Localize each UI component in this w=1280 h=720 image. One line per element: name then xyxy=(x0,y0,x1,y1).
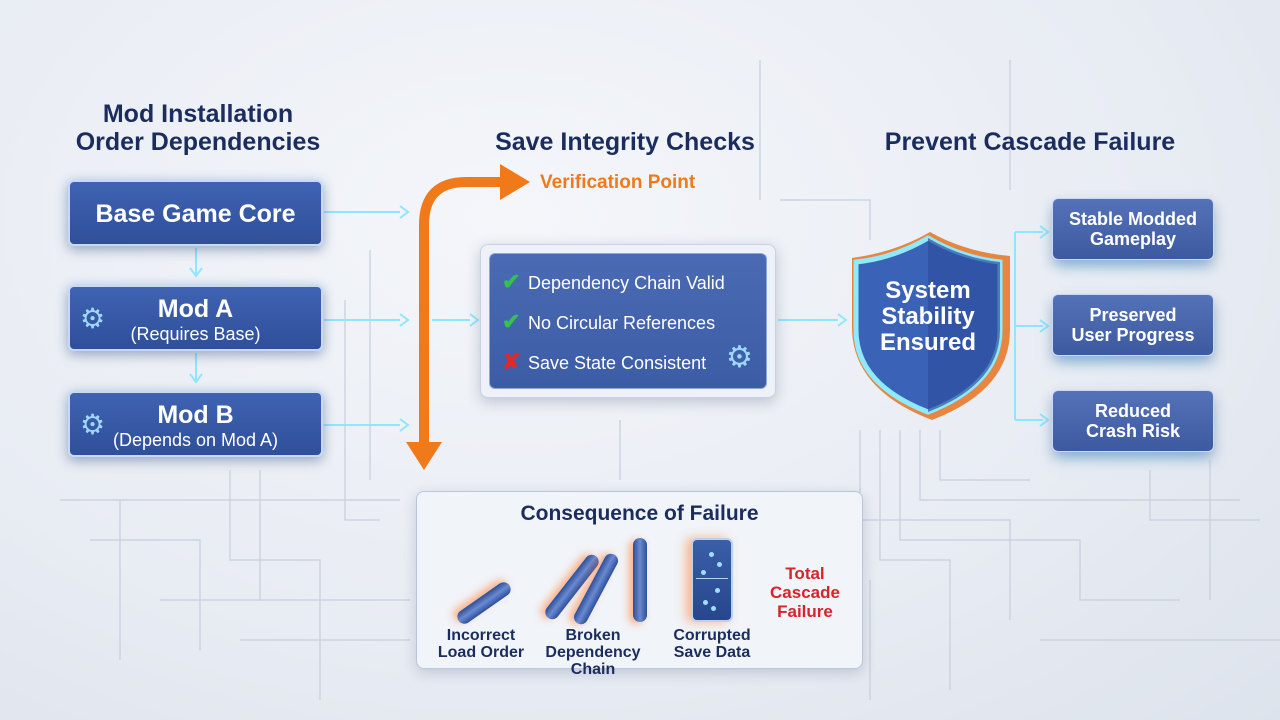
base-game-card: Base Game Core xyxy=(68,180,323,246)
gear-icon: ⚙ xyxy=(80,303,106,334)
check-row: ✔ No Circular References xyxy=(502,310,715,334)
heading-save-checks: Save Integrity Checks xyxy=(495,128,755,156)
check-icon: ✔ xyxy=(502,309,521,334)
check-row: ✔ Dependency Chain Valid xyxy=(502,270,725,294)
integrity-checks-panel: ✔ Dependency Chain Valid ✔ No Circular Ref… xyxy=(480,244,776,398)
heading-prevent-cascade: Prevent Cascade Failure xyxy=(884,128,1176,156)
verification-point-label: Verification Point xyxy=(540,172,696,193)
check-row: ✘ Save State Consistent xyxy=(502,350,706,374)
outcome-stable-gameplay: Stable Modded Gameplay xyxy=(1052,198,1214,260)
consequence-load-order: Incorrect Load Order xyxy=(437,627,525,661)
mod-a-title: Mod A xyxy=(157,295,234,323)
base-game-title: Base Game Core xyxy=(95,200,296,228)
mod-b-card: ⚙ Mod B (Depends on Mod A) xyxy=(68,391,323,457)
outcome-preserved-progress: Preserved User Progress xyxy=(1052,294,1214,356)
check-text: No Circular References xyxy=(528,313,716,333)
mod-b-sub: (Depends on Mod A) xyxy=(112,430,279,450)
corrupted-save-icon xyxy=(691,538,733,622)
mod-b-title: Mod B xyxy=(157,401,234,429)
mod-a-card: ⚙ Mod A (Requires Base) xyxy=(68,285,323,351)
mod-a-sub: (Requires Base) xyxy=(130,324,261,344)
fallen-domino-icon xyxy=(454,579,514,627)
check-icon: ✔ xyxy=(502,269,521,294)
check-text: Save State Consistent xyxy=(528,353,707,373)
shield-text: System Stability Ensured xyxy=(879,277,977,356)
check-text: Dependency Chain Valid xyxy=(528,273,725,293)
consequence-corrupted-save: Corrupted Save Data xyxy=(673,627,751,661)
outcome-reduced-crash: Reduced Crash Risk xyxy=(1052,390,1214,452)
gear-icon: ⚙ xyxy=(80,409,106,440)
consequence-panel: Consequence of Failure Incorrect Load Or… xyxy=(416,491,863,678)
cross-icon: ✘ xyxy=(502,349,521,374)
consequence-title: Consequence of Failure xyxy=(520,502,759,525)
gear-icon: ⚙ xyxy=(726,341,753,374)
shield-icon xyxy=(852,232,1010,420)
heading-mod-order: Mod Installation Order Dependencies xyxy=(75,100,321,156)
consequence-broken-chain: Broken Dependency Chain xyxy=(545,627,641,678)
total-cascade-failure: Total Cascade Failure xyxy=(770,564,840,621)
standing-domino-icon xyxy=(633,538,647,622)
